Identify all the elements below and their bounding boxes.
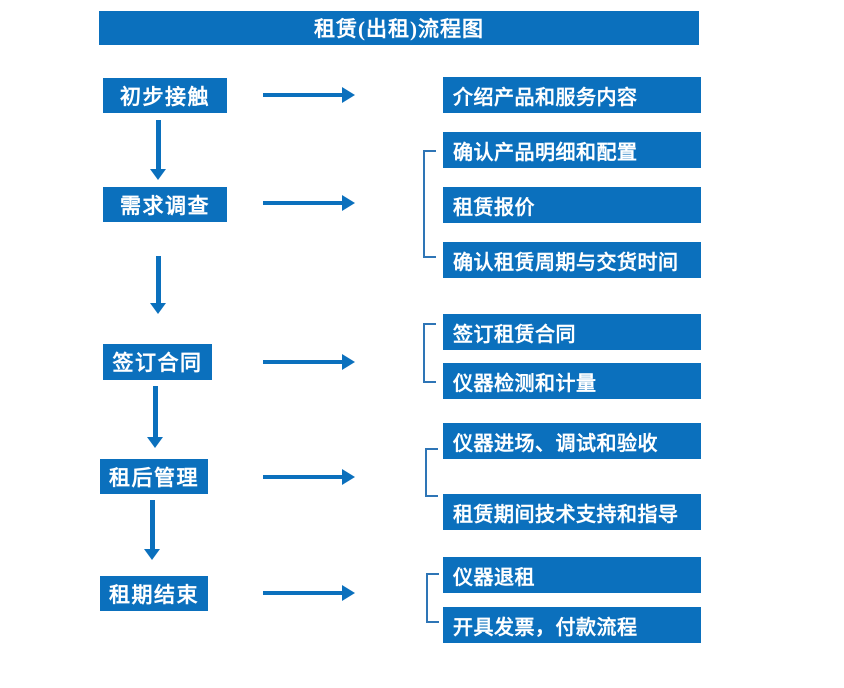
group-bracket-post-rental	[425, 448, 438, 497]
arrow-shaft	[153, 386, 158, 437]
output-box-rental-quotation: 租赁报价	[443, 187, 701, 223]
output-box-instrument-testing: 仪器检测和计量	[443, 363, 701, 399]
stage-box-sign-contract: 签订合同	[103, 344, 212, 380]
arrow-head	[144, 549, 160, 560]
output-box-instrument-setup: 仪器进场、调试和验收	[443, 423, 701, 459]
right-arrow-icon	[263, 87, 355, 103]
right-arrow-icon	[263, 195, 355, 211]
arrow-shaft	[156, 120, 161, 169]
group-bracket-rental-end	[426, 573, 439, 623]
arrow-head	[342, 469, 355, 485]
output-box-sign-rental-contract: 签订租赁合同	[443, 314, 701, 350]
arrow-shaft	[263, 591, 343, 595]
arrow-head	[342, 585, 355, 601]
arrow-shaft	[263, 475, 343, 479]
stage-box-rental-end: 租期结束	[100, 576, 208, 611]
arrow-shaft	[150, 500, 155, 549]
arrow-shaft	[263, 360, 343, 364]
output-box-technical-support: 租赁期间技术支持和指导	[443, 494, 701, 530]
arrow-head	[342, 87, 355, 103]
right-arrow-icon	[263, 354, 355, 370]
group-bracket-sign-contract	[423, 323, 436, 383]
output-box-invoice-payment: 开具发票，付款流程	[443, 607, 701, 643]
down-arrow-icon	[144, 500, 160, 560]
arrow-shaft	[263, 201, 343, 205]
arrow-shaft	[156, 256, 161, 303]
output-box-instrument-return: 仪器退租	[443, 557, 701, 593]
down-arrow-icon	[147, 386, 163, 448]
arrow-head	[342, 195, 355, 211]
down-arrow-icon	[150, 256, 166, 314]
down-arrow-icon	[150, 120, 166, 180]
right-arrow-icon	[263, 585, 355, 601]
output-box-introduce-products: 介绍产品和服务内容	[443, 77, 701, 113]
stage-box-post-rental-management: 租后管理	[100, 459, 208, 494]
flowchart-title: 租赁(出租)流程图	[99, 11, 699, 45]
right-arrow-icon	[263, 469, 355, 485]
arrow-shaft	[263, 93, 343, 97]
arrow-head	[150, 169, 166, 180]
stage-box-initial-contact: 初步接触	[103, 78, 227, 113]
output-box-confirm-product-details: 确认产品明细和配置	[443, 132, 701, 168]
output-box-confirm-period-delivery: 确认租赁周期与交货时间	[443, 242, 701, 278]
arrow-head	[147, 437, 163, 448]
arrow-head	[150, 303, 166, 314]
stage-box-demand-survey: 需求调查	[103, 187, 227, 222]
arrow-head	[342, 354, 355, 370]
group-bracket-demand-survey	[423, 150, 436, 258]
